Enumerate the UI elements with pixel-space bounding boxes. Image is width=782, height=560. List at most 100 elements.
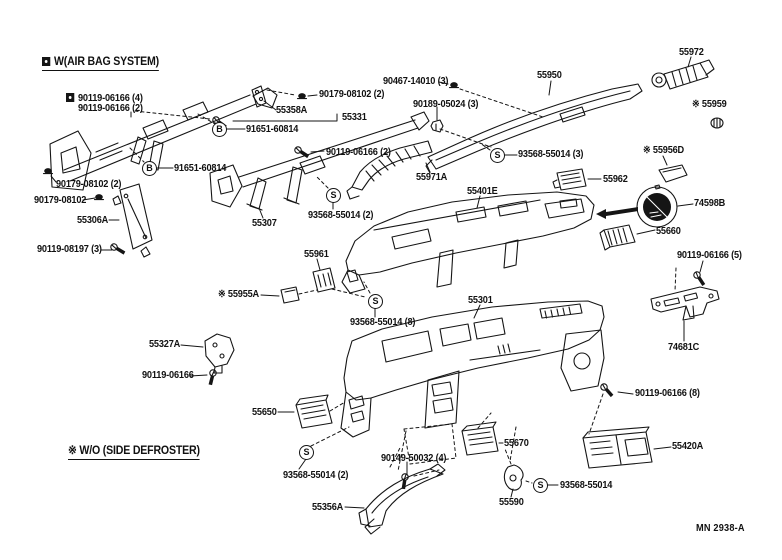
screw-badge: S: [326, 188, 341, 203]
part-label-text: 93568-55014 (2): [308, 210, 374, 221]
part-label-text: 55327A: [149, 339, 181, 350]
label-brace-55307: 55307: [252, 218, 277, 229]
panel-55301-drawing: [340, 300, 605, 438]
screw-badge: S: [368, 294, 383, 309]
register-55660-drawing: [599, 224, 636, 251]
label-hose-55972: 55972: [679, 47, 704, 58]
label-brace-55306A: 55306A: [77, 215, 108, 226]
nozzle-55950-drawing: [425, 83, 643, 174]
label-screw-93568-55014-q2-bot: 93568-55014 (2): [283, 470, 348, 481]
part-label-text: 74681C: [668, 342, 700, 353]
label-garnish-55356A: 55356A: [312, 502, 343, 513]
part-label-text: 90119-06166: [142, 370, 194, 381]
screw-badge: S: [299, 445, 314, 460]
label-bolt-90119-06166-q2-airbag: 90119-06166 (2): [78, 103, 143, 114]
part-label-text: 93568-55014 (2): [283, 470, 349, 481]
part-label-text: 55670: [504, 438, 529, 449]
part-label-text: ※ 55955A: [218, 289, 260, 300]
label-reinforcement-55331: 55331: [342, 112, 367, 123]
label-grommet-55959: ※ 55959: [692, 99, 727, 110]
bolt-badge: B: [212, 122, 227, 137]
airbag-reinforcement-drawing: [49, 85, 278, 191]
screw-badge: S: [533, 478, 548, 493]
label-panel-55301: 55301: [468, 295, 493, 306]
clip-55590-drawing: [503, 464, 524, 491]
part-label-text: 90179-08102 (2): [319, 89, 385, 100]
label-screw-93568-55014-q8: 93568-55014 (8): [350, 317, 415, 328]
part-label-text: ※ 55959: [692, 99, 727, 110]
label-grille-55962: 55962: [603, 174, 628, 185]
part-label-text: 55950: [537, 70, 562, 81]
label-grommet-90179-08102: 90179-08102: [34, 195, 86, 206]
label-bolt-90119-06166-q8: 90119-06166 (8): [635, 388, 700, 399]
label-duct-55971A: 55971A: [416, 172, 447, 183]
brace-74681C-drawing: [650, 286, 720, 321]
label-header-airbag-system: W(AIR BAG SYSTEM): [42, 56, 159, 71]
part-label-text: 93568-55014 (8): [350, 317, 416, 328]
part-label-text: 91651-60814: [246, 124, 299, 135]
label-grommet-90179-08102-q2-top: 90179-08102 (2): [319, 89, 384, 100]
part-label-text: 90179-08102: [34, 195, 87, 206]
label-clip-90189-05024-q3: 90189-05024 (3): [413, 99, 478, 110]
pad-55401E-drawing: [341, 191, 595, 294]
grommet-55959-drawing: [710, 117, 724, 129]
part-label-text: 90119-06166 (5): [677, 250, 742, 261]
standard-reinforcement-drawing: [209, 111, 430, 211]
part-label-text: 90119-06166 (2): [78, 103, 143, 114]
hose-55972-drawing: [651, 59, 715, 90]
label-bracket-55327A: 55327A: [149, 339, 180, 350]
label-spacer-55956D: ※ 55956D: [643, 145, 684, 156]
part-label-text: 90119-08197 (3): [37, 244, 102, 255]
part-label-text: 90179-08102 (2): [56, 179, 122, 190]
part-label-text: 55961: [304, 249, 329, 260]
label-register-55670: 55670: [504, 438, 529, 449]
part-label-text: 90119-06166 (4): [77, 93, 143, 104]
label-diagram-code: MN 2938-A: [696, 523, 745, 534]
part-label-text: 55306A: [77, 215, 109, 226]
pad-55955A-drawing: [280, 286, 300, 304]
part-label-text: 93568-55014 (3): [518, 149, 584, 160]
label-clip-90467-14010-q3: 90467-14010 (3): [383, 76, 448, 87]
label-bolt-90119-06166-single: 90119-06166: [142, 370, 194, 381]
label-screw-90149-50032-q4: 90149-50032 (4): [381, 453, 446, 464]
part-label-text: 91651-60814: [174, 163, 227, 174]
label-screw-93568-55014-q3: 93568-55014 (3): [518, 149, 583, 160]
part-label-text: 90119-06166 (2): [326, 147, 391, 158]
part-label-text: 93568-55014: [560, 480, 613, 491]
part-label-text: 90467-14010 (3): [383, 76, 449, 87]
bolt-badge: B: [142, 161, 157, 176]
label-brace-74681C: 74681C: [668, 342, 699, 353]
label-grommet-90179-08102-q2-left: 90179-08102 (2): [56, 179, 121, 190]
part-label-text: 55962: [603, 174, 628, 185]
label-register-55650: 55650: [252, 407, 277, 418]
label-bolt-91651-60814-top: 91651-60814: [246, 124, 298, 135]
part-label-text: 55650: [252, 407, 277, 418]
label-bolt-91651-60814-left: 91651-60814: [174, 163, 226, 174]
label-pad-55401E: 55401E: [467, 186, 498, 197]
label-pad-55955A: ※ 55955A: [218, 289, 259, 300]
part-label-text: 90119-06166 (8): [635, 388, 700, 399]
label-bolt-90119-06166-q2-mid: 90119-06166 (2): [326, 147, 391, 158]
part-label-text: W(AIR BAG SYSTEM): [53, 56, 159, 68]
duct-55971A-drawing: [346, 140, 433, 200]
label-screw-93568-55014-plain: 93568-55014: [560, 480, 612, 491]
brace-55306A-drawing: [112, 183, 153, 258]
part-label-text: 55307: [252, 218, 277, 229]
label-screw-90119-08197-q3: 90119-08197 (3): [37, 244, 102, 255]
register-55420A-drawing: [582, 426, 653, 469]
part-label-text: 55972: [679, 47, 704, 58]
part-label-text: ※ 55956D: [643, 145, 685, 156]
part-label-text: ※ W/O (SIDE DEFROSTER): [68, 445, 200, 457]
label-bracket-55961: 55961: [304, 249, 329, 260]
part-label-text: 55331: [342, 112, 367, 123]
airbag-marker-icon: [42, 57, 51, 66]
label-clip-55590: 55590: [499, 497, 524, 508]
register-55670-drawing: [461, 421, 499, 456]
screw-badge: S: [490, 148, 505, 163]
airbag-marker-icon: [66, 93, 75, 102]
part-label-text: 55420A: [672, 441, 704, 452]
spacer-55956D-drawing: [658, 164, 688, 183]
